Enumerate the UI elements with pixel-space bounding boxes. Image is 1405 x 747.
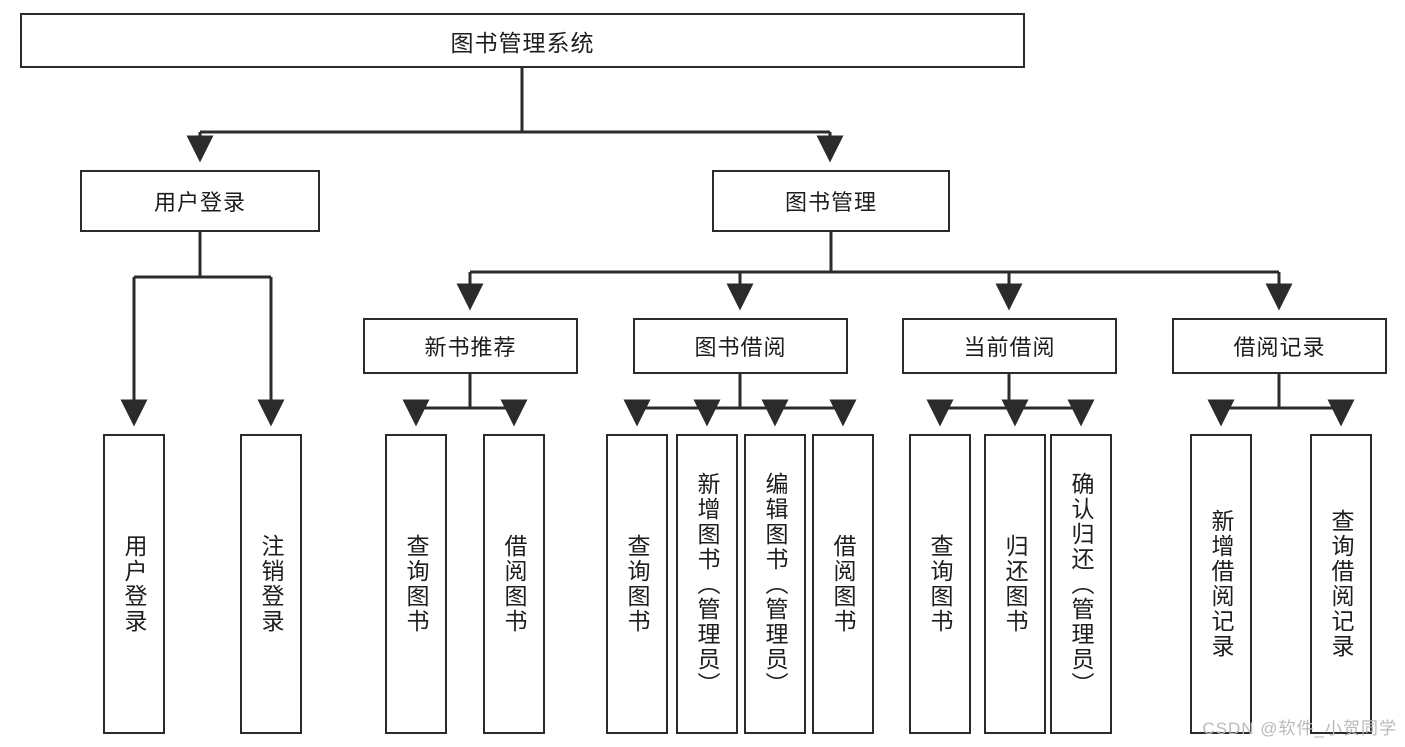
node-label: 新书推荐	[424, 335, 517, 360]
node-leaf-add-book[interactable]: 新增图书（管理员）	[676, 434, 738, 734]
node-label: 用户登录	[121, 534, 148, 634]
node-leaf-return-book[interactable]: 归还图书	[984, 434, 1046, 734]
watermark-text: CSDN @软件_小贺同学	[1202, 719, 1397, 738]
node-leaf-query-book-1[interactable]: 查询图书	[385, 434, 447, 734]
node-label: 确认归还（管理员）	[1068, 471, 1095, 697]
node-leaf-logout[interactable]: 注销登录	[240, 434, 302, 734]
node-label: 注销登录	[258, 534, 285, 634]
node-label: 新增借阅记录	[1208, 509, 1235, 659]
node-leaf-edit-book[interactable]: 编辑图书（管理员）	[744, 434, 806, 734]
node-leaf-confirm-return[interactable]: 确认归还（管理员）	[1050, 434, 1112, 734]
node-borrow-record[interactable]: 借阅记录	[1172, 318, 1387, 374]
node-leaf-query-book-3[interactable]: 查询图书	[909, 434, 971, 734]
node-label: 查询借阅记录	[1328, 509, 1355, 659]
node-current-borrow[interactable]: 当前借阅	[902, 318, 1117, 374]
node-user-login[interactable]: 用户登录	[80, 170, 320, 232]
node-label: 借阅图书	[830, 534, 857, 634]
node-label: 查询图书	[403, 534, 430, 634]
node-leaf-borrow-book-2[interactable]: 借阅图书	[812, 434, 874, 734]
node-leaf-borrow-book-1[interactable]: 借阅图书	[483, 434, 545, 734]
node-label: 编辑图书（管理员）	[762, 471, 789, 697]
node-label: 当前借阅	[963, 335, 1056, 360]
node-label: 借阅图书	[501, 534, 528, 634]
node-label: 新增图书（管理员）	[694, 471, 721, 697]
node-label: 借阅记录	[1233, 335, 1326, 360]
node-label: 归还图书	[1002, 534, 1029, 634]
node-root-system[interactable]: 图书管理系统	[20, 13, 1025, 68]
node-label: 查询图书	[927, 534, 954, 634]
node-book-manage[interactable]: 图书管理	[712, 170, 950, 232]
node-label: 图书借阅	[694, 335, 787, 360]
node-label: 用户登录	[153, 190, 246, 215]
node-label: 查询图书	[624, 534, 651, 634]
node-leaf-add-record[interactable]: 新增借阅记录	[1190, 434, 1252, 734]
node-label: 图书管理系统	[450, 29, 595, 56]
node-new-book-recommend[interactable]: 新书推荐	[363, 318, 578, 374]
node-leaf-user-login[interactable]: 用户登录	[103, 434, 165, 734]
node-leaf-query-record[interactable]: 查询借阅记录	[1310, 434, 1372, 734]
node-label: 图书管理	[784, 190, 877, 215]
node-book-borrow[interactable]: 图书借阅	[633, 318, 848, 374]
node-leaf-query-book-2[interactable]: 查询图书	[606, 434, 668, 734]
